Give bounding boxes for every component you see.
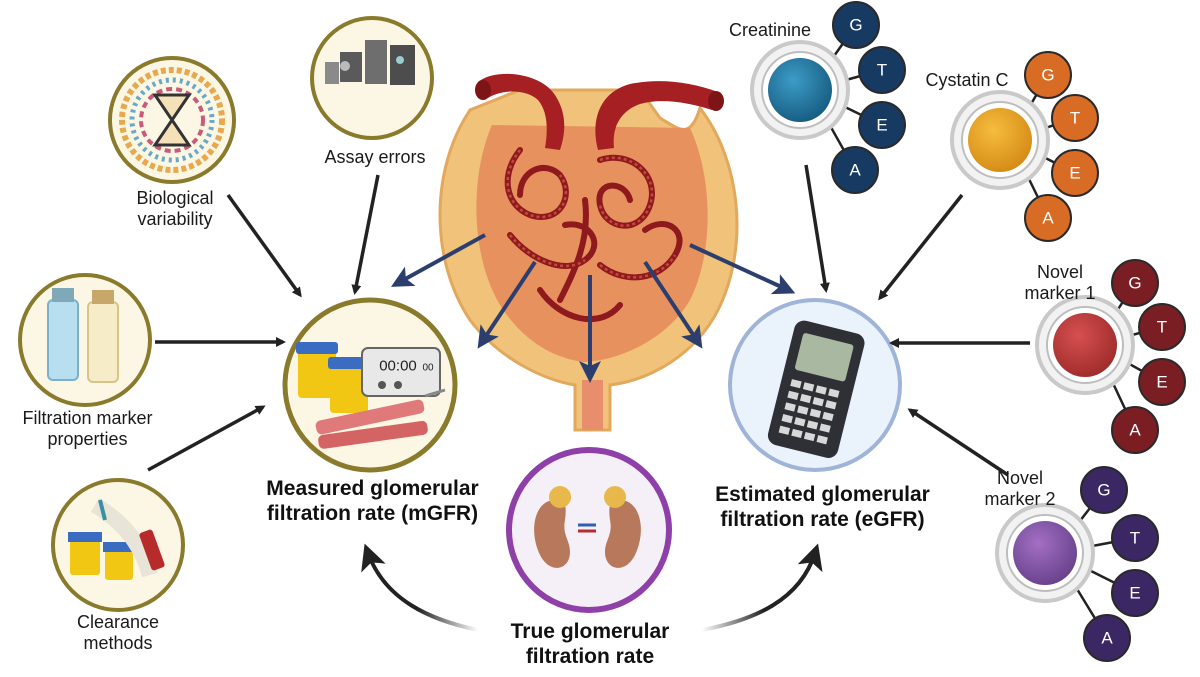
novel-marker-2-marker: G T E A (995, 466, 1159, 662)
assay-errors-text: Assay errors (324, 147, 426, 167)
timer-small-digits: 00 (422, 363, 434, 374)
timer-display: 00:00 (379, 358, 417, 375)
hourglass-icon (152, 93, 192, 147)
filtration-marker-line-1: Filtration marker (22, 408, 153, 428)
marker-letter: G (849, 16, 862, 35)
label-egfr: Estimated glomerular filtration rate (eG… (690, 483, 955, 533)
assay-errors-circle (310, 16, 434, 140)
marker-letter: E (1069, 164, 1080, 183)
curve-to-egfr (701, 543, 823, 632)
egfr-input-arrows (804, 164, 1030, 477)
novel-marker-1-marker: G T E A (1035, 259, 1186, 454)
ureter-tube (582, 380, 603, 430)
novel-marker-2-line-1: Novel (996, 468, 1044, 488)
marker-node (1024, 194, 1072, 242)
mgfr-line-2: filtration rate (mGFR) (266, 501, 479, 525)
marker-node (1111, 259, 1159, 307)
novel-marker-2-line-2: marker 2 (984, 489, 1056, 510)
label-creatinine: Creatinine (715, 20, 825, 41)
egfr-line-2: filtration rate (eGFR) (720, 507, 925, 531)
creatinine-text: Creatinine (728, 20, 812, 40)
novel-marker-1-line-1: Novel (1036, 262, 1084, 282)
marker-node (1111, 569, 1159, 617)
true-gfr-line-2: filtration rate (525, 644, 655, 668)
mgfr-input-arrows (147, 174, 380, 472)
marker-letter: A (1101, 629, 1113, 648)
mgfr-circle: 00:00 00 (282, 297, 458, 473)
label-filtration-marker-properties: Filtration marker properties (0, 408, 175, 450)
egfr-circle (728, 298, 902, 472)
marker-node (1080, 466, 1128, 514)
label-novel-marker-1: Novel marker 1 (1005, 262, 1115, 304)
egfr-line-1: Estimated glomerular (715, 483, 930, 506)
afferent-vessel (478, 73, 565, 150)
marker-letter: T (1157, 318, 1167, 337)
label-novel-marker-2: Novel marker 2 (965, 468, 1075, 510)
marker-letter: T (877, 61, 887, 80)
glomerulus-illustration (438, 73, 739, 432)
marker-letter: T (1130, 529, 1140, 548)
marker-letter: E (876, 116, 887, 135)
novel-marker-1-line-2: marker 1 (1024, 283, 1096, 304)
biological-variability-line-1: Biological (136, 188, 214, 208)
marker-node (1051, 94, 1099, 142)
label-clearance-methods: Clearance methods (58, 612, 178, 654)
marker-sphere (1013, 521, 1077, 585)
creatinine-marker: G T E A (750, 1, 906, 194)
marker-node (858, 101, 906, 149)
mgfr-line-1: Measured glomerular (266, 477, 479, 500)
marker-letter: G (1128, 274, 1141, 293)
true-gfr-circle (506, 447, 672, 613)
markers-layer: G T E A G T E A G T E A G T E A (750, 1, 1186, 662)
filtration-arrows (390, 233, 796, 383)
marker-node (1138, 303, 1186, 351)
curve-to-mgfr (361, 543, 479, 632)
marker-sphere (768, 58, 832, 122)
marker-letter: G (1097, 481, 1110, 500)
marker-node (1111, 406, 1159, 454)
marker-letter: A (849, 161, 861, 180)
cystatin-c-marker: G T E A (950, 51, 1099, 242)
calculator-icon (767, 320, 865, 458)
clearance-methods-line-2: methods (83, 633, 153, 654)
marker-letter: E (1129, 584, 1140, 603)
marker-letter: T (1070, 109, 1080, 128)
label-cystatin-c: Cystatin C (912, 70, 1022, 91)
label-biological-variability: Biological variability (115, 188, 235, 230)
kidney-left-icon (534, 500, 570, 568)
kidney-right-icon (605, 500, 641, 568)
marker-node (832, 1, 880, 49)
label-assay-errors: Assay errors (305, 147, 445, 168)
marker-sphere (968, 108, 1032, 172)
label-mgfr: Measured glomerular filtration rate (mGF… (240, 477, 505, 527)
marker-node (1024, 51, 1072, 99)
marker-node (831, 146, 879, 194)
biological-variability-line-2: variability (137, 209, 213, 230)
marker-node (1051, 149, 1099, 197)
marker-letter: A (1042, 209, 1054, 228)
marker-letter: G (1041, 66, 1054, 85)
filtration-marker-circle (18, 273, 152, 407)
marker-sphere (1053, 313, 1117, 377)
marker-node (858, 46, 906, 94)
clearance-methods-line-1: Clearance (76, 612, 160, 632)
label-true-gfr: True glomerular filtration rate (470, 620, 710, 670)
efferent-vessel (595, 81, 718, 150)
true-gfr-line-1: True glomerular (510, 620, 670, 643)
marker-node (1138, 358, 1186, 406)
true-gfr-curved-arrows (361, 543, 823, 632)
marker-letter: A (1129, 421, 1141, 440)
marker-letter: E (1156, 373, 1167, 392)
marker-node (1111, 514, 1159, 562)
marker-node (1083, 614, 1131, 662)
biological-variability-circle (108, 56, 236, 184)
clearance-methods-circle (51, 478, 185, 612)
cystatin-c-text: Cystatin C (925, 70, 1009, 90)
filtration-marker-line-2: properties (47, 429, 128, 450)
